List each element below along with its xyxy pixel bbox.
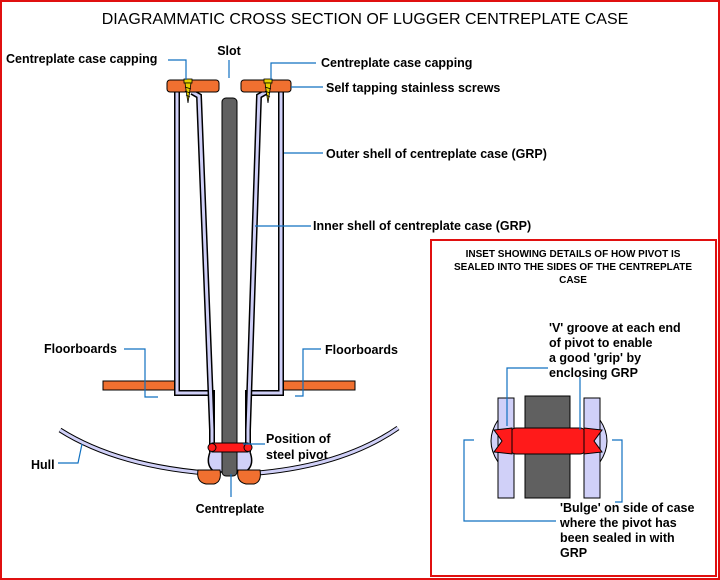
screw-right — [263, 78, 273, 104]
inset-title-line3: CASE — [559, 275, 587, 286]
label-floorboards-left: Floorboards — [44, 342, 117, 356]
label-pivot-line1: Position of — [266, 432, 331, 446]
screw-left — [183, 78, 193, 104]
leader-lines — [58, 59, 323, 497]
inset-bulge-line2: where the pivot has — [559, 516, 677, 530]
inset-title-line1: INSET SHOWING DETAILS OF HOW PIVOT IS — [466, 249, 681, 260]
inset-v-groove-left — [493, 427, 513, 455]
label-inner-shell: Inner shell of centreplate case (GRP) — [313, 219, 531, 233]
inset-v-groove-right — [583, 427, 603, 455]
steel-pivot — [207, 442, 253, 453]
label-pivot-line2: steel pivot — [266, 448, 329, 462]
inset-panel: INSET SHOWING DETAILS OF HOW PIVOT IS SE… — [430, 239, 717, 577]
keel-bulb-right — [237, 469, 261, 485]
inset-leader-lines — [463, 367, 623, 522]
inset-groove-line1: 'V' groove at each end — [549, 321, 681, 335]
inset-groove-line3: a good 'grip' by — [549, 351, 641, 365]
inset-pivot — [509, 427, 587, 455]
floorboard-left — [102, 380, 180, 391]
label-screws: Self tapping stainless screws — [326, 81, 500, 95]
inset-groove-line2: of pivot to enable — [549, 336, 653, 350]
inset-bulge-line1: 'Bulge' on side of case — [560, 501, 694, 515]
inset-bulge-line3: been sealed in with — [560, 531, 675, 545]
floorboard-right — [280, 380, 356, 391]
label-capping-left: Centreplate case capping — [6, 52, 157, 66]
label-floorboards-right: Floorboards — [325, 343, 398, 357]
centreplate — [221, 97, 238, 477]
label-capping-right: Centreplate case capping — [321, 56, 472, 70]
label-slot: Slot — [217, 44, 241, 58]
label-outer-shell: Outer shell of centreplate case (GRP) — [326, 147, 547, 161]
inset-title-line2: SEALED INTO THE SIDES OF THE CENTREPLATE — [454, 262, 692, 273]
diagram-title: DIAGRAMMATIC CROSS SECTION OF LUGGER CEN… — [102, 11, 629, 28]
inner-shell — [190, 89, 268, 452]
hull — [58, 425, 400, 477]
label-centreplate: Centreplate — [196, 502, 265, 516]
inset-bulge-line4: GRP — [560, 546, 587, 560]
label-hull: Hull — [31, 458, 55, 472]
keel-bulb-left — [197, 469, 221, 485]
inset-groove-line4: enclosing GRP — [549, 366, 638, 380]
capping-left — [166, 79, 220, 93]
